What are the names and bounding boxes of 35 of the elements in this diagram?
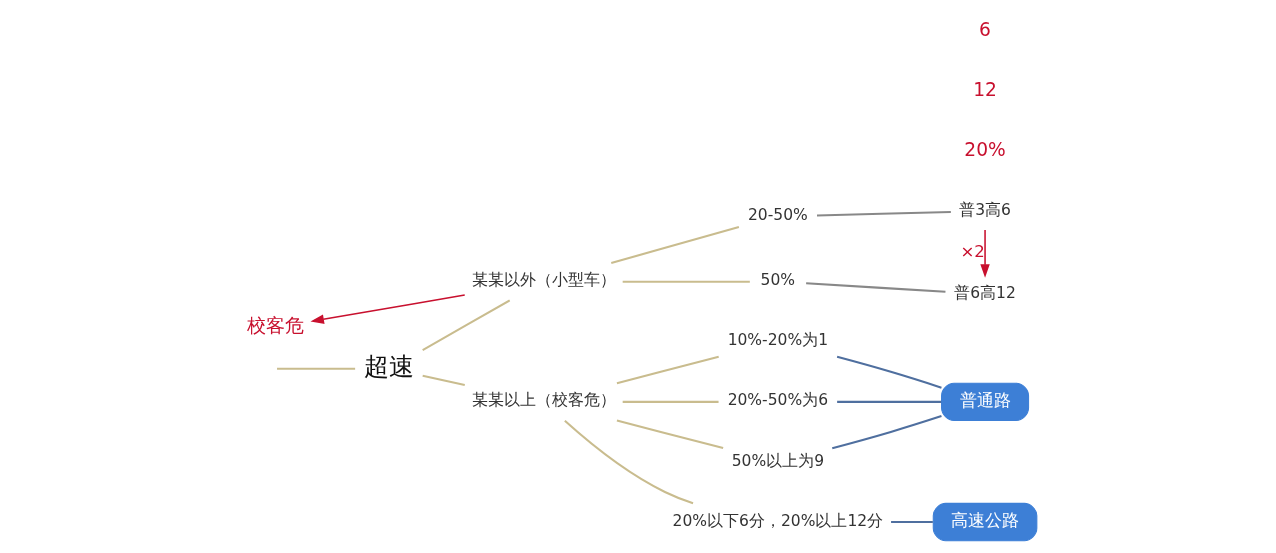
node-text: 50%以上为9 — [731, 451, 825, 470]
connector — [622, 400, 719, 403]
connector — [422, 299, 511, 351]
node-box: 普通路 — [941, 382, 1030, 421]
connector — [564, 420, 694, 505]
connector — [277, 367, 356, 370]
label: 20% — [964, 138, 1006, 160]
node-text: 50% — [760, 271, 796, 290]
connector — [806, 282, 946, 293]
node-text: 某某以外（小型车） — [471, 271, 616, 290]
connector — [891, 521, 933, 524]
arrow — [310, 294, 466, 324]
label: 12 — [973, 78, 997, 100]
arrow — [980, 229, 990, 278]
node-text: 校客危 — [247, 314, 305, 336]
node-text: 普6高12 — [954, 283, 1016, 302]
connector — [837, 400, 942, 403]
node-text: 10%-20%为1 — [727, 331, 829, 350]
connector — [616, 419, 724, 450]
connector — [832, 415, 942, 450]
edge-label: ×2 — [960, 241, 985, 261]
label: 6 — [979, 18, 991, 40]
connector — [816, 211, 951, 217]
connector — [422, 374, 465, 386]
node-text: 20%-50%为6 — [727, 391, 829, 410]
node-box: 高速公路 — [932, 502, 1038, 542]
node-text: 超速 — [363, 352, 414, 382]
node-text: 20-50% — [747, 206, 808, 225]
node-text: 20%以下6分，20%以上12分 — [672, 511, 884, 530]
connector — [610, 226, 740, 264]
connector — [836, 355, 942, 389]
connector — [622, 280, 750, 283]
node-text: 某某以上（校客危） — [471, 391, 616, 410]
connector — [616, 355, 719, 385]
node-text: 普3高6 — [959, 200, 1011, 219]
